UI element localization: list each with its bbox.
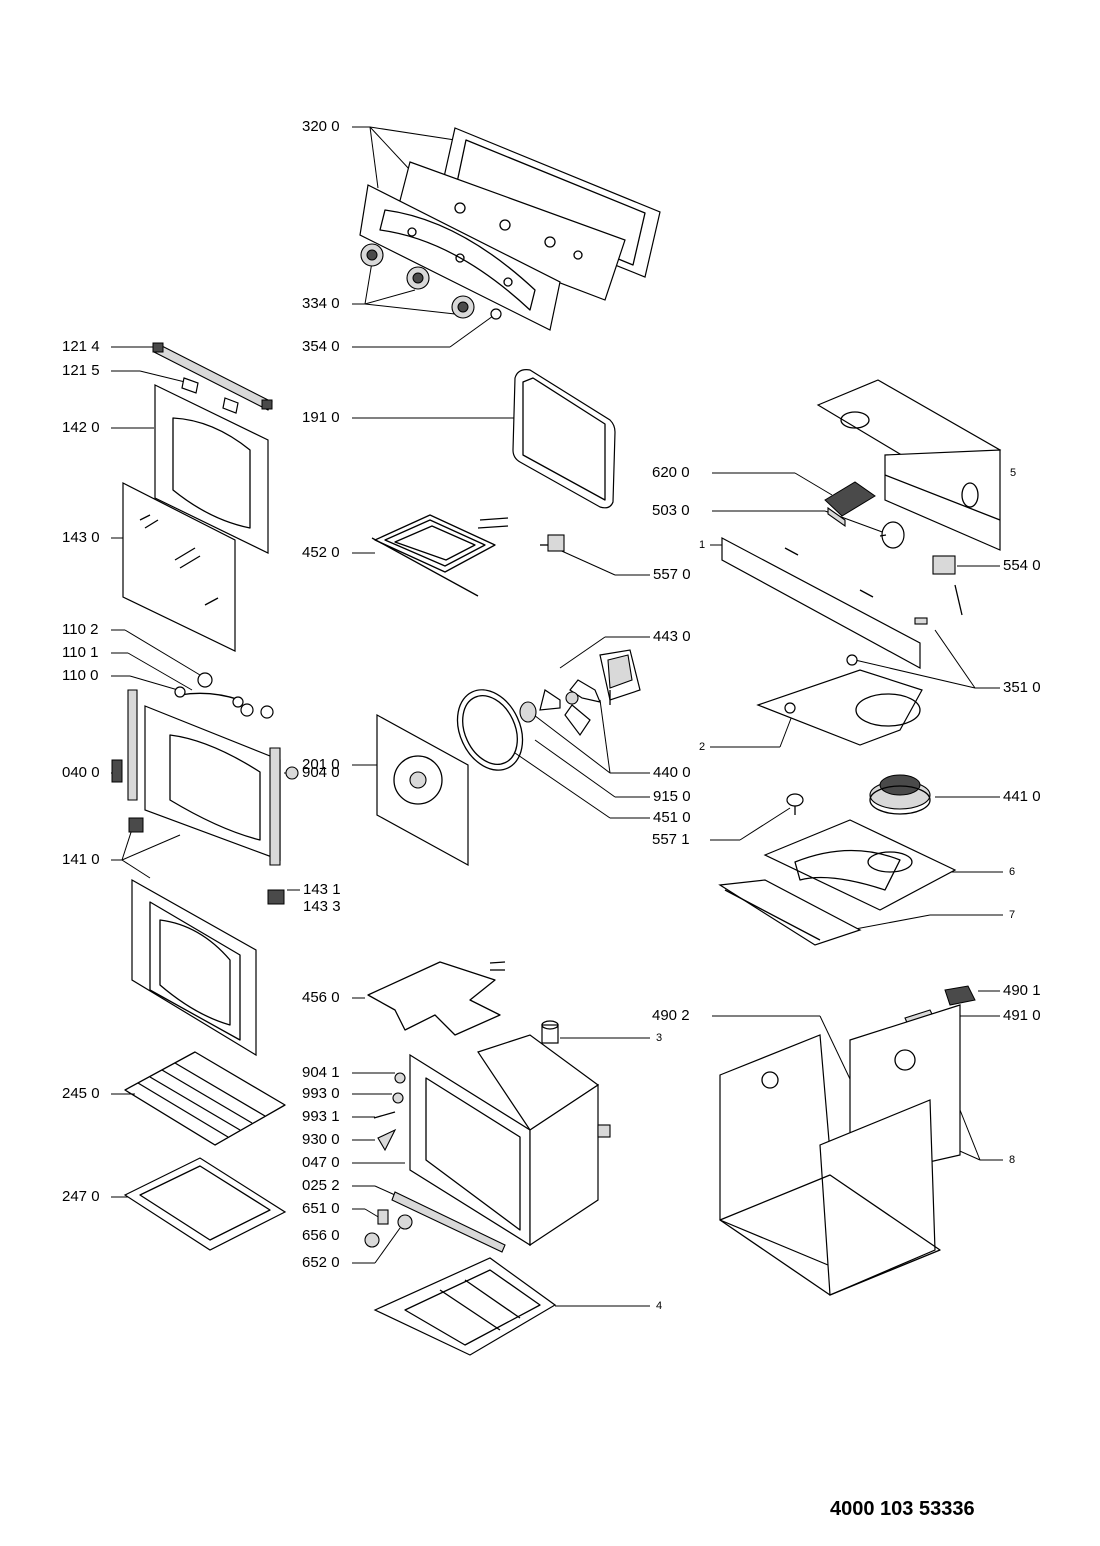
label-915-0: 915 0: [653, 788, 691, 805]
bracket-1: [721, 537, 928, 670]
oven-lamp: [541, 1020, 559, 1044]
label-452-0: 452 0: [302, 544, 340, 561]
label-025-2: 025 2: [302, 1177, 340, 1194]
control-panel-frame: [394, 127, 661, 301]
label-351-0: 351 0: [1003, 679, 1041, 696]
cavity-fittings: [364, 1072, 506, 1253]
selector-switch: [932, 555, 963, 616]
label-557-1: 557 1: [652, 831, 690, 848]
label-110-2: 110 2: [62, 621, 99, 638]
label-440-0: 440 0: [653, 764, 691, 781]
outer-casing: [719, 1004, 961, 1296]
label-110-0: 110 0: [62, 667, 99, 684]
label-904-1: 904 1: [302, 1064, 340, 1081]
bottom-heating-element: [367, 961, 506, 1036]
label-247-0: 247 0: [62, 1188, 100, 1205]
bottom-plate: [373, 1257, 557, 1356]
label-620-0: 620 0: [652, 464, 690, 481]
label-ref-4: 4: [656, 1300, 663, 1312]
thermal-cutout: [786, 793, 804, 815]
oven-cavity: [409, 1034, 611, 1247]
label-930-0: 930 0: [302, 1131, 340, 1148]
inner-door-glass: [122, 482, 236, 652]
label-334-0: 334 0: [302, 295, 340, 312]
oven-rack: [124, 1051, 286, 1146]
label-491-0: 491 0: [1003, 1007, 1041, 1024]
circular-heating-element: [456, 689, 524, 771]
label-503-0: 503 0: [652, 502, 690, 519]
label-143-0: 143 0: [62, 529, 100, 546]
back-panel: [376, 713, 469, 867]
label-441-0: 441 0: [1003, 788, 1041, 805]
switch-557-0: [540, 534, 565, 552]
label-ref-3: 3: [656, 1032, 663, 1044]
label-ref-2: 2: [699, 741, 706, 753]
label-320-0: 320 0: [302, 118, 340, 135]
control-knobs: [360, 243, 502, 320]
outer-door-glass: [154, 384, 269, 554]
label-554-0: 554 0: [1003, 557, 1041, 574]
label-ref-8: 8: [1009, 1154, 1016, 1166]
label-110-1: 110 1: [62, 644, 99, 661]
label-490-1: 490 1: [1003, 982, 1041, 999]
label-456-0: 456 0: [302, 989, 340, 1006]
label-ref-6: 6: [1009, 866, 1016, 878]
label-557-0: 557 0: [653, 566, 691, 583]
label-904-0: 904 0: [302, 764, 340, 781]
door-hinges: [111, 689, 299, 905]
label-490-2: 490 2: [652, 1007, 690, 1024]
label-652-0: 652 0: [302, 1254, 340, 1271]
terminal-block: [824, 481, 876, 528]
door-gasket: [512, 369, 616, 509]
label-121-5: 121 5: [62, 362, 100, 379]
label-143-3: 143 3: [303, 898, 341, 915]
door-handle: [152, 342, 273, 414]
door-frame: [144, 672, 281, 861]
label-142-0: 142 0: [62, 419, 100, 436]
fan-duct: [756, 669, 923, 746]
label-047-0: 047 0: [302, 1154, 340, 1171]
label-354-0: 354 0: [302, 338, 340, 355]
label-451-0: 451 0: [653, 809, 691, 826]
rear-top-cover: [816, 379, 1002, 551]
oven-tray: [123, 1157, 287, 1251]
label-993-1: 993 1: [302, 1108, 340, 1125]
label-201-0: 201 0: [302, 756, 340, 773]
oven-fan: [519, 649, 641, 737]
label-040-0: 040 0: [62, 764, 100, 781]
label-191-0: 191 0: [302, 409, 340, 426]
cooling-fan-motor: [879, 521, 905, 549]
front-vent-panel: [718, 879, 862, 946]
control-panel: [359, 184, 561, 331]
label-143-1: 143 1: [303, 881, 341, 898]
label-443-0: 443 0: [653, 628, 691, 645]
label-656-0: 656 0: [302, 1227, 340, 1244]
label-ref-5: 5: [1010, 467, 1017, 479]
label-ref-1: 1: [699, 539, 706, 551]
label-141-0: 141 0: [62, 851, 100, 868]
label-245-0: 245 0: [62, 1085, 100, 1102]
document-number: 4000 103 53336: [830, 1498, 975, 1520]
cooling-fan: [869, 774, 931, 815]
label-651-0: 651 0: [302, 1200, 340, 1217]
grill-element: [371, 514, 509, 597]
label-993-0: 993 0: [302, 1085, 340, 1102]
label-121-4: 121 4: [62, 338, 100, 355]
label-ref-7: 7: [1009, 909, 1016, 921]
duct-base-plate: [763, 819, 957, 911]
door-inner-panel: [131, 878, 257, 1057]
